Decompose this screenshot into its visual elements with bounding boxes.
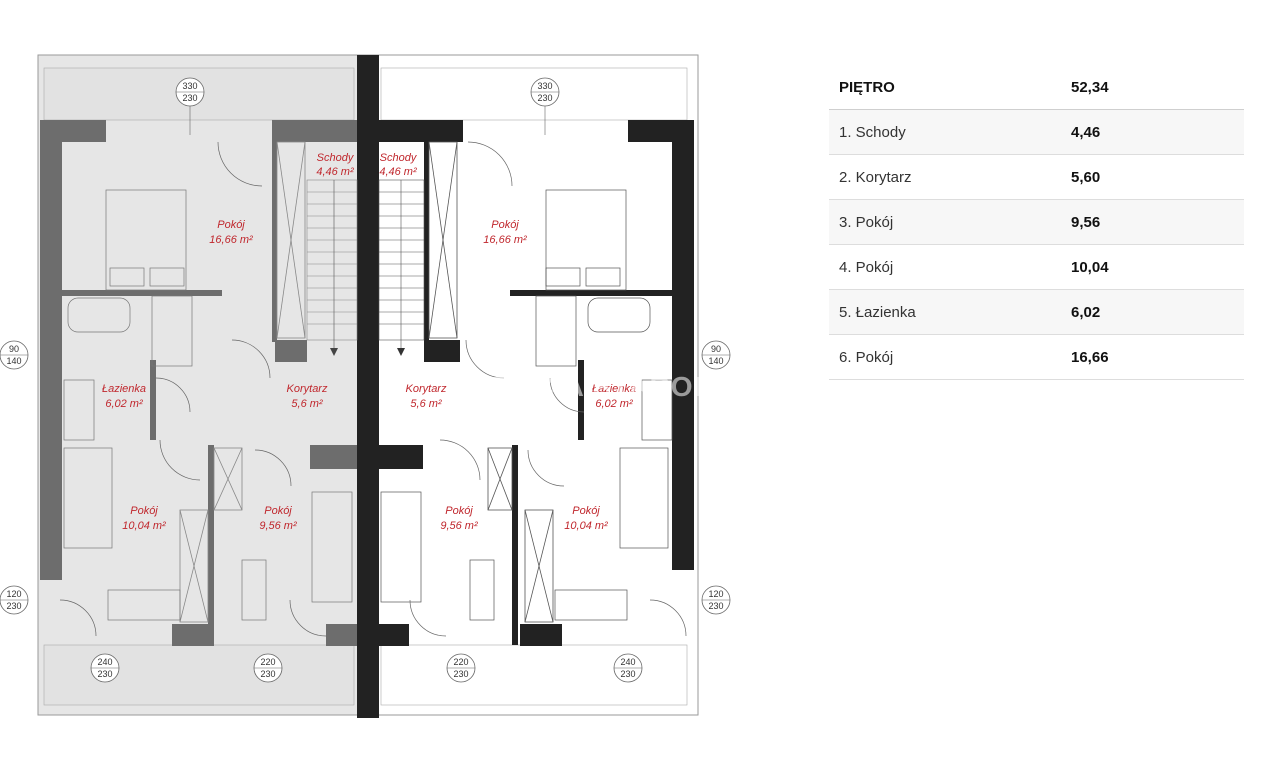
left-unit-walls: [40, 120, 357, 646]
right-wardrobe-bottom: [487, 447, 554, 623]
svg-text:230: 230: [6, 601, 21, 611]
left-room-bl-area: 10,04 m²: [122, 520, 166, 532]
right-corridor-area: 5,6 m²: [410, 398, 442, 410]
room-area: 16,66: [1061, 334, 1244, 380]
svg-text:230: 230: [260, 669, 275, 679]
left-furniture: [63, 189, 353, 621]
svg-text:230: 230: [537, 93, 552, 103]
window-mark-side-low-left: 120 230: [0, 585, 29, 615]
svg-text:230: 230: [620, 669, 635, 679]
svg-text:90: 90: [711, 344, 721, 354]
door-swings: [59, 141, 687, 637]
right-bathroom-name: Łazienka: [592, 383, 636, 395]
room-area: 6,02: [1061, 289, 1244, 335]
svg-text:90: 90: [9, 344, 19, 354]
left-corridor-area: 5,6 m²: [291, 398, 323, 410]
room-name: 3. Pokój: [829, 199, 1061, 245]
right-stairs-arrow: [397, 348, 405, 356]
room-name: 2. Korytarz: [829, 154, 1061, 200]
left-room-br-area: 9,56 m²: [259, 520, 297, 532]
svg-text:230: 230: [182, 93, 197, 103]
right-room-top-area: 16,66 m²: [483, 234, 527, 246]
left-unit-background: [38, 55, 360, 715]
svg-text:230: 230: [97, 669, 112, 679]
svg-text:220: 220: [453, 657, 468, 667]
left-stairs-arrow: [330, 348, 338, 356]
left-wardrobe-bottom: [179, 447, 243, 623]
window-mark-bottom-4: 240 230: [613, 653, 643, 683]
right-room-top-name: Pokój: [491, 219, 519, 231]
left-corridor-name: Korytarz: [287, 383, 328, 395]
right-terrace-bottom: [380, 644, 688, 706]
right-room-bl-name: Pokój: [445, 505, 473, 517]
svg-text:140: 140: [708, 356, 723, 366]
room-name: 5. Łazienka: [829, 289, 1061, 335]
window-mark-side-mid-right: 90 140: [701, 340, 731, 370]
left-room-br-name: Pokój: [264, 505, 292, 517]
right-room-br-area: 10,04 m²: [564, 520, 608, 532]
left-room-top-name: Pokój: [217, 219, 245, 231]
room-name: 1. Schody: [829, 109, 1061, 155]
right-furniture: [380, 189, 673, 621]
right-stairs-area: 4,46 m²: [379, 166, 417, 178]
left-terrace-bottom: [43, 644, 355, 706]
svg-text:120: 120: [708, 589, 723, 599]
svg-text:140: 140: [6, 356, 21, 366]
svg-text:330: 330: [182, 81, 197, 91]
right-unit-walls: [379, 120, 694, 646]
left-wardrobe-top: [276, 141, 306, 339]
right-room-bl-area: 9,56 m²: [440, 520, 478, 532]
left-bathroom-name: Łazienka: [102, 383, 146, 395]
left-stairs: [306, 179, 358, 352]
floor-plan: Schody 4,46 m² Pokój 16,66 m² Łazienka 6…: [0, 54, 731, 718]
svg-text:120: 120: [6, 589, 21, 599]
left-room-top-area: 16,66 m²: [209, 234, 253, 246]
svg-text:230: 230: [453, 669, 468, 679]
svg-text:330: 330: [537, 81, 552, 91]
right-stairs-name: Schody: [380, 152, 418, 164]
right-corridor-name: Korytarz: [406, 383, 447, 395]
right-stairs: [378, 179, 425, 352]
party-wall: [357, 55, 379, 718]
watermark: BRACIA STAROŃ: [470, 371, 715, 402]
right-room-br-name: Pokój: [572, 505, 600, 517]
svg-text:230: 230: [708, 601, 723, 611]
window-mark-top-left: 330 230: [175, 77, 205, 135]
window-mark-bottom-3: 220 230: [446, 653, 476, 683]
window-mark-bottom-2: 220 230: [253, 653, 283, 683]
room-name: PIĘTRO: [829, 65, 1061, 110]
window-mark-bottom-1: 240 230: [90, 653, 120, 683]
svg-text:240: 240: [97, 657, 112, 667]
room-area: 4,46: [1061, 109, 1244, 155]
window-mark-top-right: 330 230: [530, 77, 560, 135]
room-area: 9,56: [1061, 199, 1244, 245]
room-area: 52,34: [1061, 65, 1244, 110]
window-mark-side-mid-left: 90 140: [0, 340, 29, 370]
right-bathroom-area: 6,02 m²: [595, 398, 633, 410]
left-stairs-area: 4,46 m²: [316, 166, 354, 178]
left-room-bl-name: Pokój: [130, 505, 158, 517]
window-mark-side-low-right: 120 230: [701, 585, 731, 615]
svg-text:240: 240: [620, 657, 635, 667]
room-name: 6. Pokój: [829, 334, 1061, 380]
room-area: 5,60: [1061, 154, 1244, 200]
left-stairs-name: Schody: [317, 152, 355, 164]
left-bathroom-area: 6,02 m²: [105, 398, 143, 410]
svg-text:220: 220: [260, 657, 275, 667]
room-name: 4. Pokój: [829, 244, 1061, 290]
room-area: 10,04: [1061, 244, 1244, 290]
right-wardrobe-top: [428, 141, 458, 339]
